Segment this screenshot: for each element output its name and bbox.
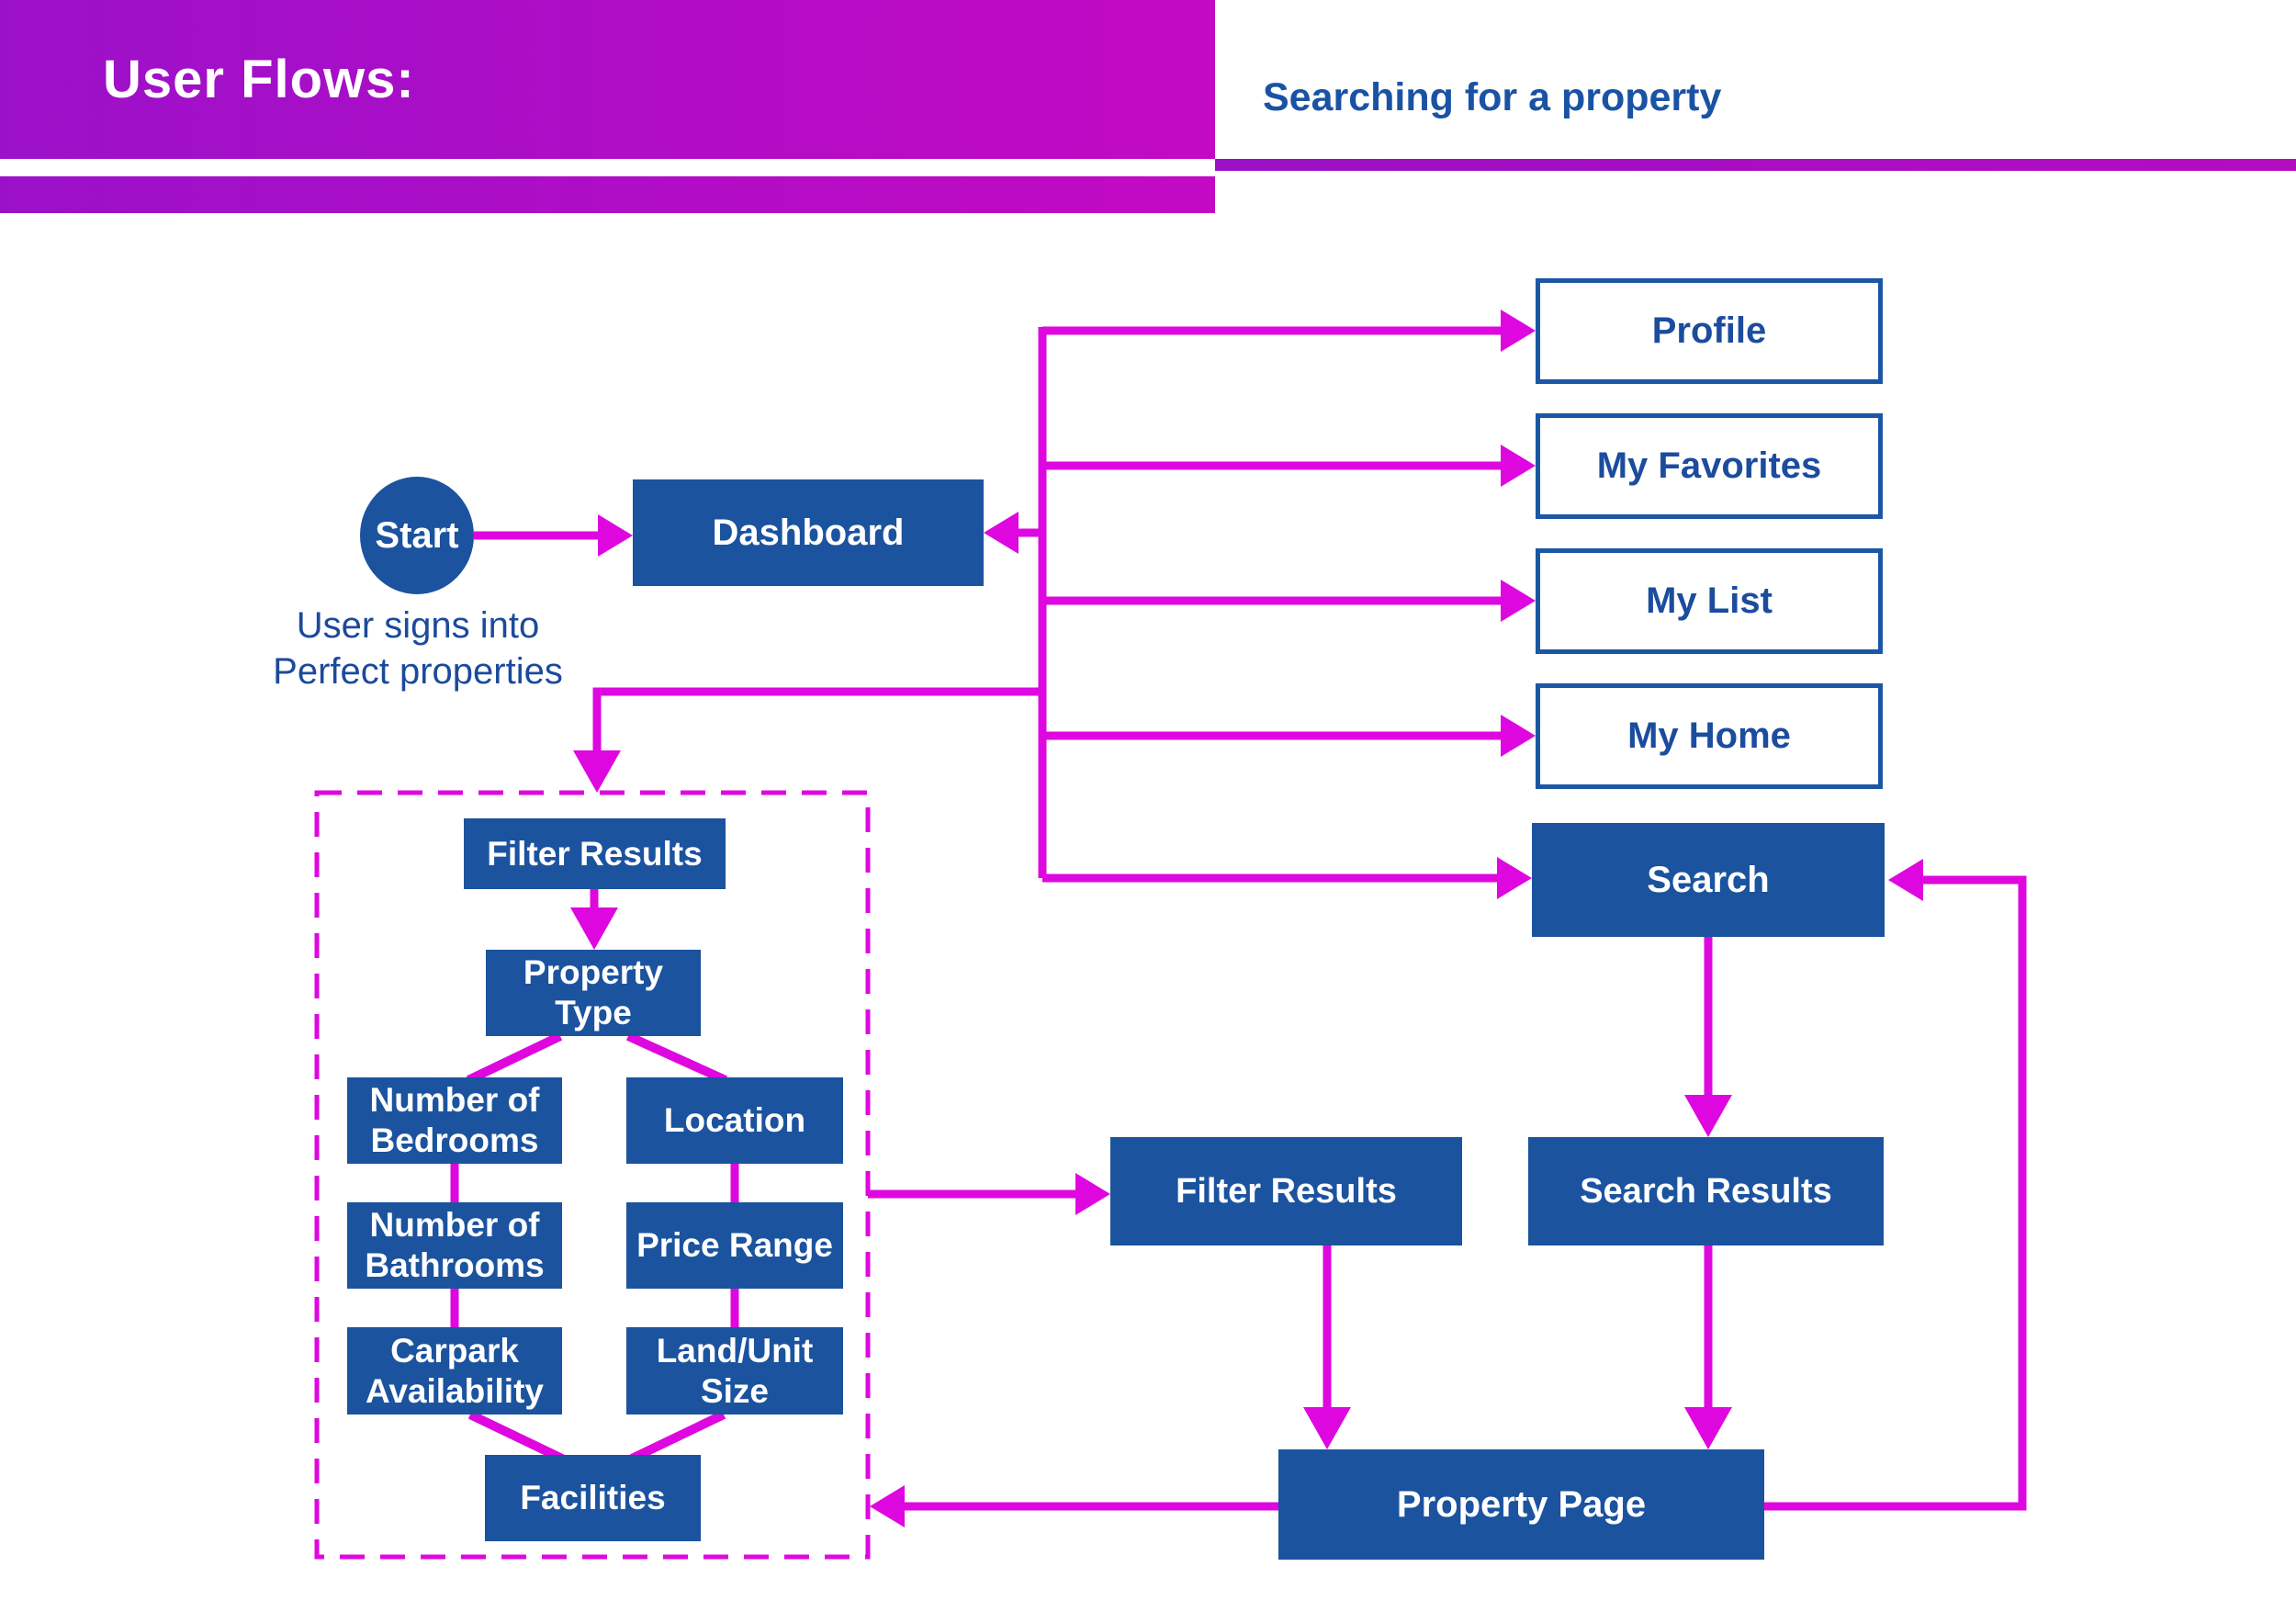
node-land-unit-size: Land/Unit Size — [626, 1327, 843, 1414]
node-my-list: My List — [1536, 548, 1883, 654]
node-property-page: Property Page — [1278, 1449, 1764, 1560]
node-filter-results: Filter Results — [464, 818, 726, 889]
node-start-label: Start — [375, 514, 459, 556]
arrowhead-filterresults2-propertypage — [1303, 1407, 1351, 1449]
header-underline-band — [0, 176, 1215, 213]
node-property-type: Property Type — [486, 950, 701, 1036]
node-facilities: Facilities — [485, 1455, 701, 1541]
node-number-of-bathrooms: Number of Bathrooms — [347, 1202, 562, 1289]
node-search: Search — [1532, 823, 1885, 937]
node-start: Start — [360, 477, 474, 594]
connector-dashboard-filtergroup — [592, 687, 1042, 755]
flow-subtitle: Searching for a property — [1263, 75, 1722, 119]
start-caption: User signs into Perfect properties — [234, 603, 602, 694]
arrowhead-propertypage-filtergroup — [870, 1485, 905, 1527]
node-my-favorites: My Favorites — [1536, 413, 1883, 519]
connector-propertytype-bedrooms — [466, 1031, 563, 1085]
arrowhead-profile — [1501, 310, 1536, 352]
arrowhead-propertypage-search — [1888, 859, 1923, 901]
node-location: Location — [626, 1077, 843, 1164]
start-caption-line1: User signs into — [296, 605, 540, 646]
node-search-results: Search Results — [1528, 1137, 1884, 1245]
connector-propertypage-search — [1764, 875, 2027, 1511]
arrowhead-into-dashboard — [984, 512, 1019, 554]
connector-carpark-facilities — [467, 1410, 565, 1463]
header-banner: User Flows: — [0, 0, 1215, 159]
node-price-range: Price Range — [626, 1202, 843, 1289]
page-title: User Flows: — [103, 50, 415, 109]
arrowhead-into-searchresults — [1684, 1095, 1732, 1137]
node-my-home: My Home — [1536, 683, 1883, 789]
arrowhead-into-propertytype — [570, 907, 618, 950]
arrowhead-searchresults-propertypage — [1684, 1407, 1732, 1449]
header-stripe — [1215, 159, 2296, 171]
arrowhead-my-favorites — [1501, 445, 1536, 487]
node-filter-results-2: Filter Results — [1110, 1137, 1462, 1245]
arrowhead-into-filterresults2 — [1075, 1173, 1110, 1215]
start-caption-line2: Perfect properties — [273, 651, 563, 692]
node-profile: Profile — [1536, 278, 1883, 384]
node-number-of-bedrooms: Number of Bedrooms — [347, 1077, 562, 1164]
filter-group-boundary — [314, 790, 871, 1560]
arrowhead-into-filtergroup — [573, 750, 621, 793]
arrowhead-my-home — [1501, 715, 1536, 757]
connector-propertytype-location — [625, 1031, 728, 1085]
arrowhead-search — [1497, 857, 1532, 899]
connector-landunit-facilities — [629, 1410, 726, 1463]
arrowhead-my-list — [1501, 580, 1536, 622]
arrowhead-dashboard — [598, 514, 633, 557]
node-dashboard: Dashboard — [633, 479, 984, 586]
node-carpark-availability: Carpark Availability — [347, 1327, 562, 1414]
